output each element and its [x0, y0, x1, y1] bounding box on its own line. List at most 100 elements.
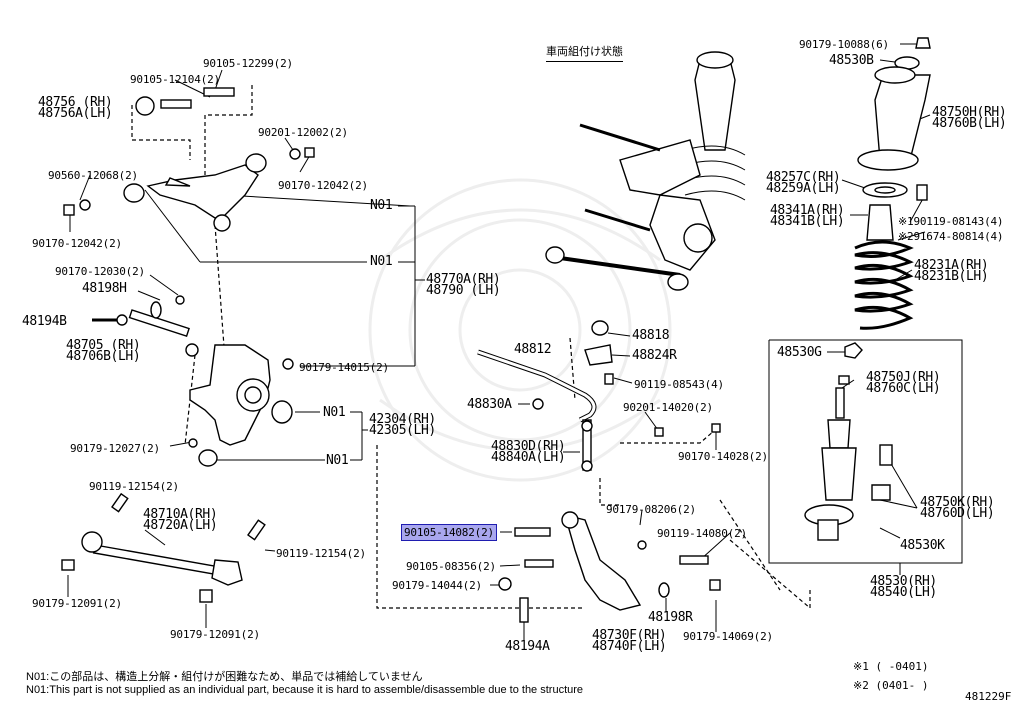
part-label-48750h[interactable]: 48750H(RH)48760B(LH): [932, 105, 1007, 131]
coil-spring: [854, 240, 914, 330]
part-label-90179-12091-bottom[interactable]: 90179-12091(2): [170, 628, 260, 641]
part-label-90179-08206[interactable]: 90179-08206(2): [606, 503, 696, 516]
leader-lines: [67, 43, 963, 640]
toe-control-link: [92, 295, 199, 357]
diagram-id: 481229F: [965, 690, 1012, 703]
part-label-48530k[interactable]: 48530K: [900, 538, 945, 553]
part-label-line: 48756A(LH): [38, 106, 113, 121]
part-label-line: 48750H(RH): [932, 105, 1007, 120]
part-label-line: 48706B(LH): [66, 349, 141, 364]
part-label-90119-12154-right[interactable]: 90119-12154(2): [276, 547, 366, 560]
part-label-48730f[interactable]: 48730F(RH)48740F(LH): [592, 628, 667, 654]
part-label-line: 48760C(LH): [866, 381, 941, 396]
note-marker-n01[interactable]: N01: [326, 453, 349, 468]
part-label-90105-08356[interactable]: 90105-08356(2): [406, 560, 496, 573]
part-label-90119-08143[interactable]: ※190119-08143(4): [898, 215, 1004, 228]
part-label-90201-14020[interactable]: 90201-14020(2): [623, 401, 713, 414]
part-label-line: 48341B(LH): [770, 214, 845, 229]
part-label-48830d[interactable]: 48830D(RH)48840A(LH): [491, 439, 566, 465]
part-label-90179-12091-left[interactable]: 90179-12091(2): [32, 597, 122, 610]
part-label-48530g[interactable]: 48530G: [777, 345, 822, 360]
part-label-48194a[interactable]: 48194A: [505, 639, 550, 654]
lower-control-arm: [61, 492, 266, 603]
part-label-42304[interactable]: 42304(RH)42305(LH): [369, 412, 436, 438]
part-label-line: 48540(LH): [870, 585, 937, 600]
part-label-line: 48257C(RH): [766, 170, 841, 185]
part-label-48770a[interactable]: 48770A(RH)48790 (LH): [426, 272, 501, 298]
part-label-48710a[interactable]: 48710A(RH)48720A(LH): [143, 507, 218, 533]
part-label-48750j[interactable]: 48750J(RH)48760C(LH): [866, 371, 941, 396]
shock-absorber-upper-parts: [857, 37, 931, 241]
part-label-48530b[interactable]: 48530B: [829, 53, 874, 68]
part-label-line: 48259A(LH): [766, 181, 841, 196]
part-label-48194b[interactable]: 48194B: [22, 314, 67, 329]
footnote-mark-1: ※1 ( -0401): [853, 660, 929, 673]
part-label-90201-12002[interactable]: 90201-12002(2): [258, 126, 348, 139]
part-label-line: 48720A(LH): [143, 518, 218, 533]
part-label-48812[interactable]: 48812: [514, 342, 552, 357]
upper-arm-bolts: [63, 87, 315, 216]
part-label-48341a[interactable]: 48341A(RH)48341B(LH): [770, 203, 845, 229]
part-label-line: 48705 (RH): [66, 338, 141, 353]
part-label-line: 48231B(LH): [914, 269, 989, 284]
part-label-line: 42305(LH): [369, 423, 436, 438]
part-label-line: 48790 (LH): [426, 283, 501, 298]
part-label-90179-14015[interactable]: 90179-14015(2): [299, 361, 389, 374]
part-label-48198r[interactable]: 48198R: [648, 610, 693, 625]
part-label-line: 42304(RH): [369, 412, 436, 427]
part-label-90170-12030[interactable]: 90170-12030(2): [55, 265, 145, 278]
part-label-91674-80814[interactable]: ※291674-80814(4): [898, 230, 1004, 243]
part-label-line: 48750K(RH): [920, 495, 995, 510]
part-label-line: 48756 (RH): [38, 95, 113, 110]
part-label-48818[interactable]: 48818: [632, 328, 670, 343]
part-label-line: 48760B(LH): [932, 116, 1007, 131]
part-label-48231a[interactable]: 48231A(RH)48231B(LH): [914, 259, 989, 284]
part-label-48705[interactable]: 48705 (RH)48706B(LH): [66, 338, 141, 364]
watermark-crest: [368, 178, 672, 482]
part-label-90179-10088[interactable]: 90179-10088(6): [799, 38, 889, 51]
part-label-line: 48770A(RH): [426, 272, 501, 287]
note-marker-n01[interactable]: N01: [370, 198, 393, 213]
part-label-48824r[interactable]: 48824R: [632, 348, 677, 363]
rear-lower-arm: [498, 511, 721, 623]
stabilizer-bar: [477, 320, 721, 472]
part-label-90179-14044[interactable]: 90179-14044(2): [392, 579, 482, 592]
part-label-90170-12042-upper[interactable]: 90170-12042(2): [278, 179, 368, 192]
selected-part-highlight[interactable]: 90105-14082(2): [401, 524, 497, 541]
note-marker-n01[interactable]: N01: [323, 405, 346, 420]
footnote-mark-2: ※2 (0401- ): [853, 679, 929, 692]
part-label-48756[interactable]: 48756 (RH)48756A(LH): [38, 95, 113, 121]
part-label-90179-12027[interactable]: 90179-12027(2): [70, 442, 160, 455]
part-label-48530[interactable]: 48530(RH)48540(LH): [870, 574, 937, 600]
part-label-line: 48730F(RH): [592, 628, 667, 643]
part-label-48830a[interactable]: 48830A: [467, 397, 512, 412]
part-label-line: 48840A(LH): [491, 450, 566, 465]
part-label-48750k[interactable]: 48750K(RH)48760D(LH): [920, 495, 995, 521]
part-label-48257c[interactable]: 48257C(RH)48259A(LH): [766, 170, 841, 196]
part-label-90119-08543[interactable]: 90119-08543(4): [634, 378, 724, 391]
note-n01-japanese: N01:この部品は、構造上分解・組付けが困難なため、単品では補給していません: [26, 671, 423, 683]
note-marker-n01[interactable]: N01: [370, 254, 393, 269]
upper-control-arm: [123, 153, 267, 232]
part-label-90105-14082-selected[interactable]: 90105-14082(2): [401, 524, 497, 541]
part-label-90105-12299[interactable]: 90105-12299(2): [203, 57, 293, 70]
rear-axle-carrier: [188, 344, 294, 467]
part-label-90560-12068[interactable]: 90560-12068(2): [48, 169, 138, 182]
note-n01-english: N01:This part is not supplied as an indi…: [26, 684, 584, 696]
part-label-90105-12104[interactable]: 90105-12104(2): [130, 73, 220, 86]
part-label-line: 48740F(LH): [592, 639, 667, 654]
shock-absorber-assembly: [804, 342, 893, 541]
assembled-view-title: 車両組付け状態: [546, 43, 623, 62]
part-label-90119-14080[interactable]: 90119-14080(2): [657, 527, 747, 540]
part-label-line: 48530(RH): [870, 574, 937, 589]
part-label-90119-12154-left[interactable]: 90119-12154(2): [89, 480, 179, 493]
part-label-line: 48341A(RH): [770, 203, 845, 218]
part-label-line: 48830D(RH): [491, 439, 566, 454]
part-label-90170-14028[interactable]: 90170-14028(2): [678, 450, 768, 463]
part-label-line: 48710A(RH): [143, 507, 218, 522]
part-label-48198h[interactable]: 48198H: [82, 281, 127, 296]
part-label-90170-12042-left[interactable]: 90170-12042(2): [32, 237, 122, 250]
part-label-line: 48760D(LH): [920, 506, 995, 521]
part-label-90179-14069[interactable]: 90179-14069(2): [683, 630, 773, 643]
